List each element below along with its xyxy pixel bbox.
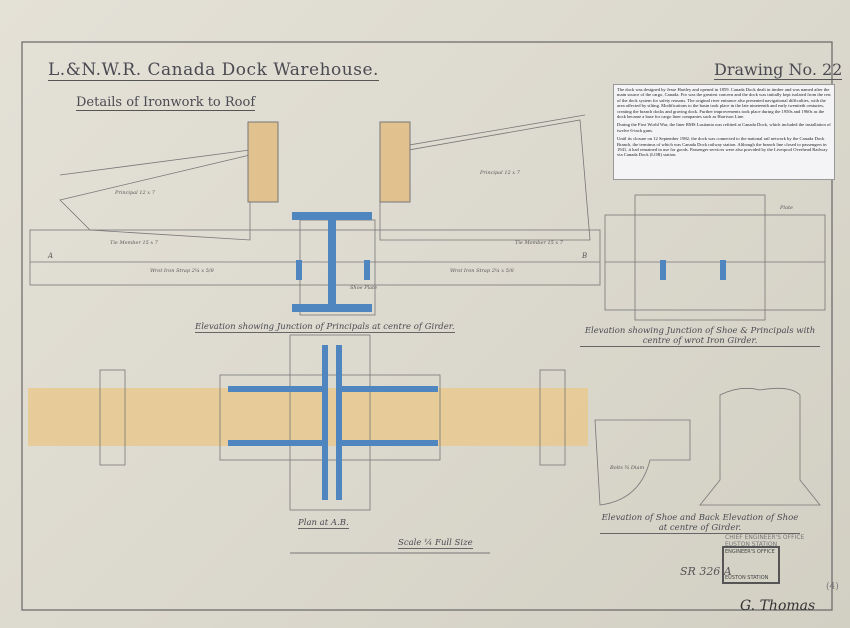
stamp-station: EUSTON STATION	[725, 541, 778, 548]
label-bolts: Bolts ¾ Diam	[610, 465, 645, 471]
scale-label: Scale ¼ Full Size	[398, 538, 473, 549]
stamp-header: ENGINEER'S OFFICE	[725, 549, 775, 555]
border-frame	[21, 41, 833, 611]
label-point-b: B	[582, 252, 588, 260]
label-principal-right: Principal 12 x 7	[480, 170, 520, 176]
history-note: The dock was designed by Jesse Hartley a…	[613, 84, 835, 180]
label-shoe-plate: Shoe Plate	[350, 285, 378, 291]
reference-number: SR 326 A	[680, 565, 732, 578]
label-point-a: A	[48, 252, 54, 260]
timber-post-right	[379, 121, 411, 203]
steel-girder-section	[292, 212, 372, 312]
stamp-footer: EUSTON STATION	[725, 575, 769, 581]
caption-elevation-shoe: Elevation showing Junction of Shoe & Pri…	[580, 326, 820, 347]
steel-plan	[228, 345, 438, 500]
label-strap-right: Wrot Iron Strap 2¼ x 5/8	[450, 268, 514, 274]
drawing-number: Drawing No. 22	[714, 60, 843, 80]
drawing-title: L.&N.W.R. Canada Dock Warehouse.	[48, 60, 379, 81]
elevation-shoe	[604, 194, 826, 321]
shoe-elevations	[594, 387, 821, 506]
caption-elevation-principals: Elevation showing Junction of Principals…	[195, 322, 455, 333]
signature: G. Thomas	[740, 598, 816, 614]
label-tie-right: Tie Member 15 x 7	[515, 240, 563, 246]
label-tie-left: Tie Member 15 x 7	[110, 240, 158, 246]
caption-plan: Plan at A.B.	[298, 518, 349, 529]
timber-plan	[28, 388, 588, 446]
timber-post-left	[247, 121, 279, 203]
sheet-number: (4)	[826, 582, 839, 592]
drawing-subtitle: Details of Ironwork to Roof	[76, 95, 256, 111]
note-paragraph: The dock was designed by Jesse Hartley a…	[617, 87, 831, 120]
stamp-office: CHIEF ENGINEER'S OFFICE	[725, 534, 805, 541]
caption-shoe: Elevation of Shoe and Back Elevation of …	[600, 513, 800, 534]
engineers-office-stamp: ENGINEER'S OFFICE EUSTON STATION	[722, 546, 780, 584]
elevation-principals	[29, 114, 601, 316]
label-strap-left: Wrot Iron Strap 2¼ x 5/8	[150, 268, 214, 274]
note-paragraph: During the First World War, the liner RM…	[617, 122, 831, 133]
label-principal-left: Principal 12 x 7	[115, 190, 155, 196]
note-paragraph: Until its closure on 12 September 1982, …	[617, 136, 828, 158]
label-plate: Plate	[780, 205, 793, 211]
